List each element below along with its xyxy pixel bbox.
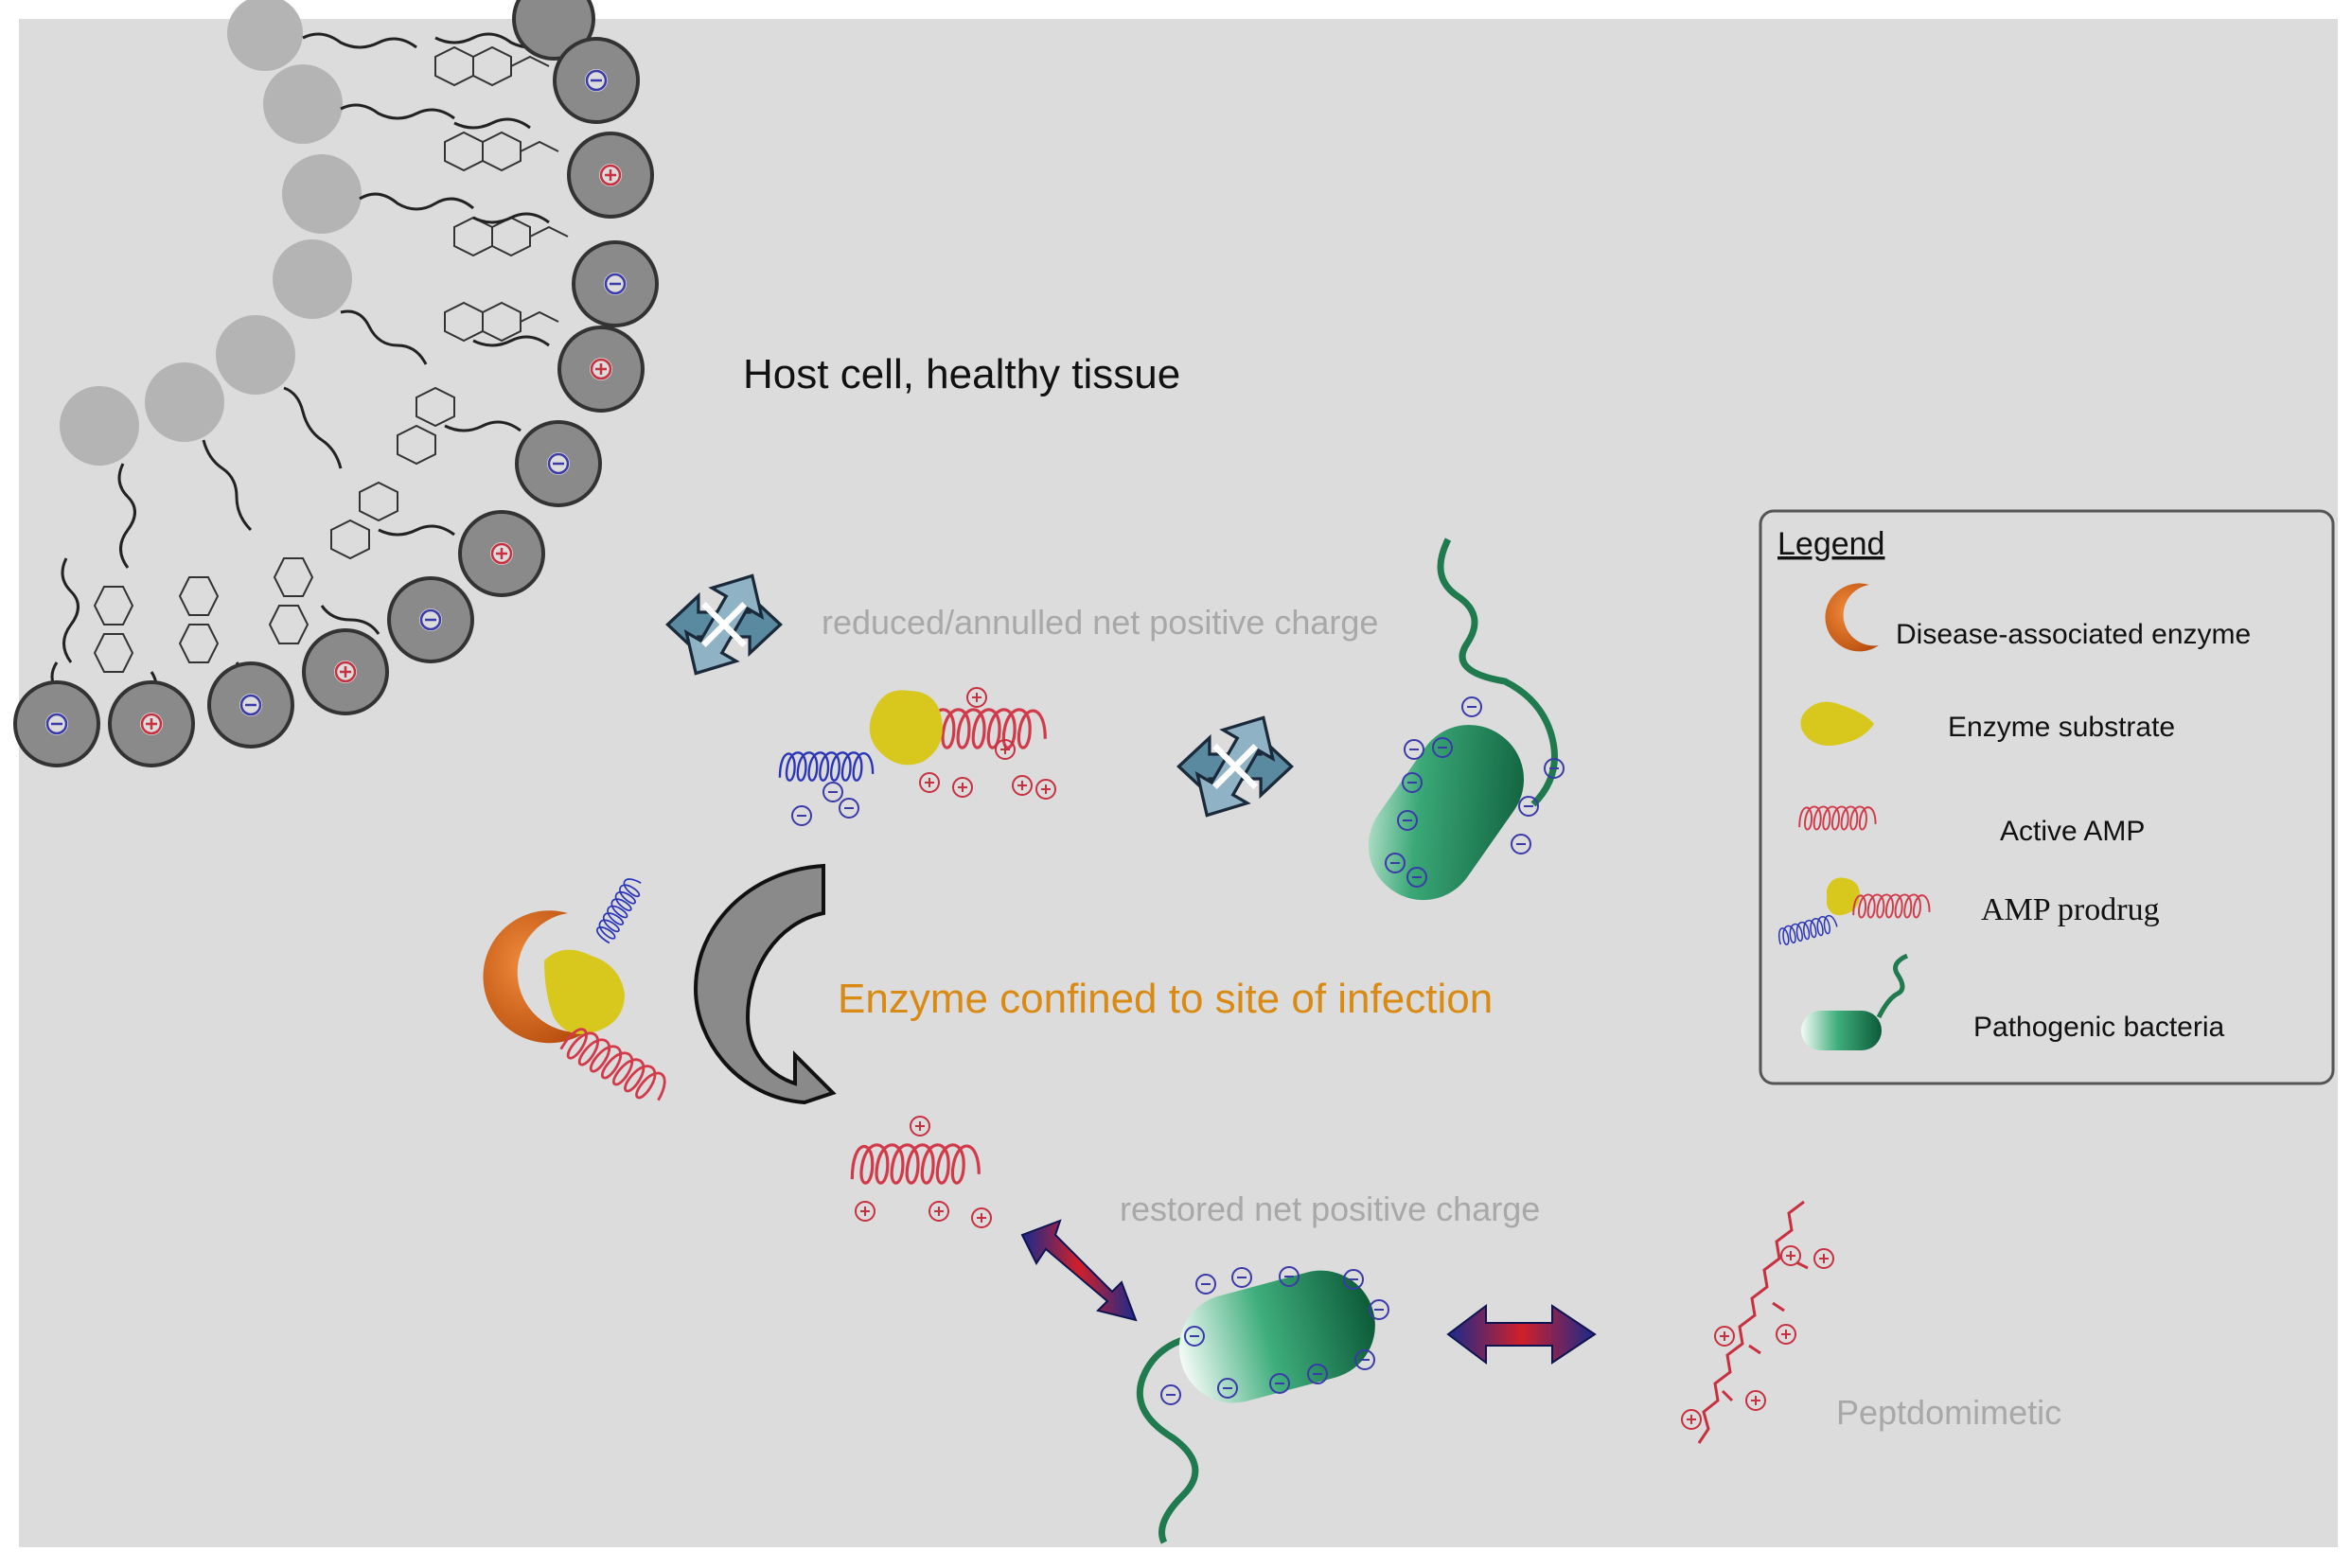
cleavage-arrow: [693, 863, 837, 1105]
enzyme-cleavage-complex: [483, 873, 673, 1109]
interaction-arrow-bacteria-peptidomimetic: [1446, 1304, 1597, 1365]
bacterium-bottom: [1136, 1266, 1389, 1544]
restored-charge-label: restored net positive charge: [1120, 1189, 1540, 1228]
interaction-arrow-amp-bacteria: [1020, 1219, 1138, 1322]
legend-item-bacteria: Pathogenic bacteria: [1973, 1012, 2224, 1043]
legend-item-active-amp: Active AMP: [2000, 816, 2145, 847]
reduced-charge-label: reduced/annulled net positive charge: [822, 603, 1378, 642]
peptidomimetic-label: Peptdomimetic: [1836, 1393, 2061, 1432]
enzyme-icon: [1825, 583, 1879, 652]
amp-prodrug: [778, 687, 1056, 826]
enzyme-confined-label: Enzyme confined to site of infection: [838, 976, 1493, 1022]
substrate-icon: [1800, 701, 1874, 747]
legend-title: Legend: [1777, 526, 1884, 562]
amp-prodrug-icon: [1775, 877, 1931, 948]
bacteria-icon: [1801, 953, 1909, 1050]
legend-item-substrate: Enzyme substrate: [1948, 712, 2175, 743]
legend-item-enzyme: Disease-associated enzyme: [1896, 619, 2251, 650]
legend-box: Legend Disease-associated enzyme Enzyme …: [1759, 509, 2335, 1085]
host-cell-membrane: [13, 0, 659, 767]
host-cell-label: Host cell, healthy tissue: [743, 351, 1180, 397]
legend-item-amp-prodrug: AMP prodrug: [1981, 892, 2160, 927]
peptidomimetic-molecule: [1681, 1200, 1834, 1444]
bacterium-top: [1368, 537, 1565, 901]
